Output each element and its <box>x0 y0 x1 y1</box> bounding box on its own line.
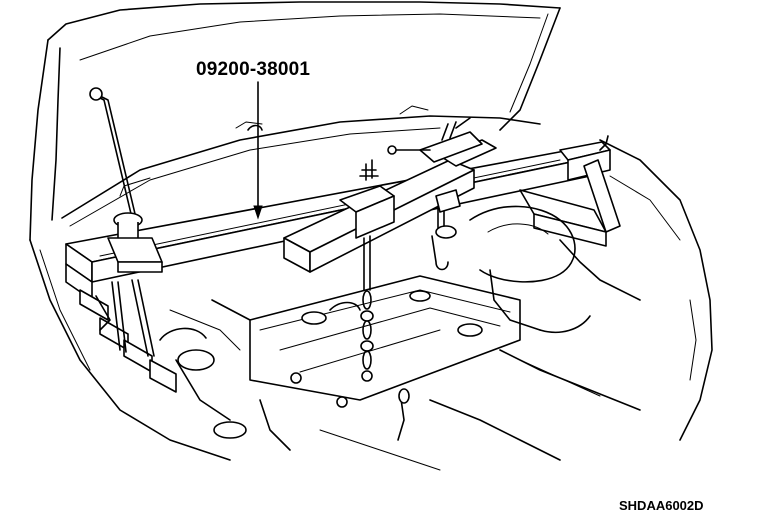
left-leg-stand <box>65 263 177 393</box>
tool-part-number-label: 09200-38001 <box>196 59 311 80</box>
lower-hoses <box>319 388 561 471</box>
cowl-panel <box>61 105 541 227</box>
right-hook <box>431 189 461 271</box>
top-fitting <box>387 117 483 163</box>
engine-block <box>249 275 521 408</box>
figure-code-label: SHDAA6002D <box>619 498 704 513</box>
right-fender <box>599 139 713 441</box>
callout-leader <box>253 81 263 220</box>
center-chain <box>360 290 374 382</box>
left-clamp-knob <box>107 212 163 273</box>
left-fender <box>29 239 231 461</box>
hood-prop-rod <box>89 87 137 219</box>
hood-outline <box>29 1 561 241</box>
left-components <box>159 299 291 451</box>
center-hook-assembly <box>339 159 395 291</box>
intake-manifold <box>469 205 641 411</box>
